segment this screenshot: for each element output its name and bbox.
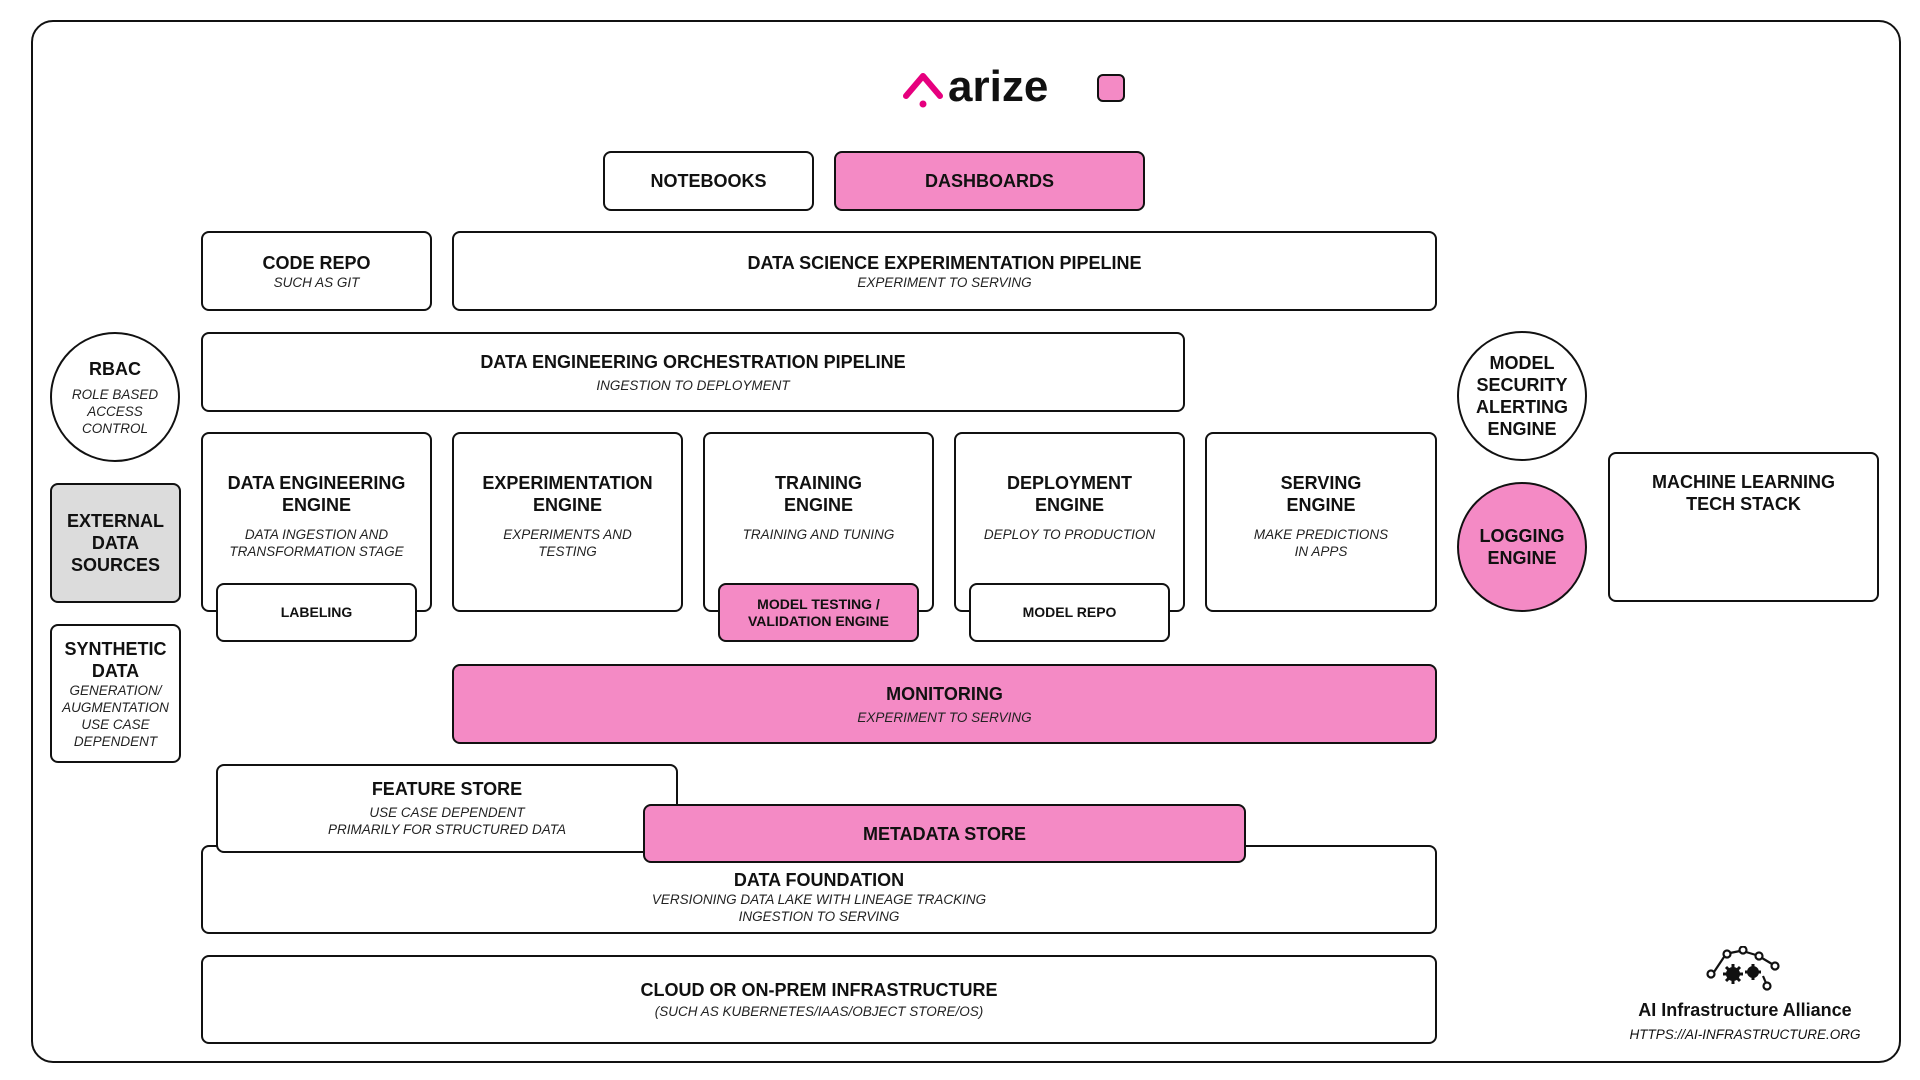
synthetic-title-2: DATA xyxy=(91,660,140,681)
rbac-sub-2: ACCESS xyxy=(87,403,143,419)
brand-name: arize xyxy=(948,62,1049,111)
synthetic-sub-3: USE CASE xyxy=(81,716,150,732)
external-title-2: DATA xyxy=(91,533,140,553)
deploy-engine-sub: DEPLOY TO PRODUCTION xyxy=(983,527,1156,542)
de-pipeline-title: DATA ENGINEERING ORCHESTRATION PIPELINE xyxy=(480,351,906,372)
dashboards-box: DASHBOARDS xyxy=(834,151,1145,211)
exp-engine-title-2: ENGINE xyxy=(532,495,602,515)
ds-pipeline-title: DATA SCIENCE EXPERIMENTATION PIPELINE xyxy=(747,252,1142,273)
code-repo-sub: SUCH AS GIT xyxy=(273,274,360,290)
monitoring-box: MONITORING EXPERIMENT TO SERVING xyxy=(452,664,1437,744)
code-repo-title: CODE REPO xyxy=(262,252,371,273)
notebooks-title: NOTEBOOKS xyxy=(650,171,767,191)
exp-engine-sub-1: EXPERIMENTS AND xyxy=(503,527,632,542)
synthetic-sub-1: GENERATION/ xyxy=(69,682,162,698)
diagram-frame xyxy=(31,20,1901,1063)
de-engine-title-2: ENGINE xyxy=(281,495,351,515)
experimentation-engine-box: EXPERIMENTATION ENGINE EXPERIMENTS AND T… xyxy=(452,432,683,612)
serving-engine-title-2: ENGINE xyxy=(1286,495,1356,515)
model-security-title-4: ENGINE xyxy=(1487,419,1557,439)
labeling-box: LABELING xyxy=(216,583,417,642)
feature-store-sub-1: USE CASE DEPENDENT xyxy=(369,805,525,820)
model-testing-title-1: MODEL TESTING / xyxy=(757,595,880,612)
rbac-title: RBAC xyxy=(89,358,141,379)
monitoring-sub: EXPERIMENT TO SERVING xyxy=(857,709,1032,725)
alliance-url: HTTPS://AI-INFRASTRUCTURE.ORG xyxy=(1629,1027,1861,1042)
de-pipeline-sub: INGESTION TO DEPLOYMENT xyxy=(596,377,790,393)
synthetic-sub-2: AUGMENTATION xyxy=(62,699,169,715)
model-security-title-3: ALERTING xyxy=(1476,397,1568,417)
rbac-sub-3: CONTROL xyxy=(81,420,148,436)
training-engine-title-1: TRAINING xyxy=(775,473,862,493)
logging-engine-circle: LOGGING ENGINE xyxy=(1457,482,1587,612)
deploy-engine-title-2: ENGINE xyxy=(1034,495,1104,515)
monitoring-title: MONITORING xyxy=(886,683,1003,704)
notebooks-box: NOTEBOOKS xyxy=(603,151,814,211)
training-engine-sub: TRAINING AND TUNING xyxy=(742,527,895,542)
synthetic-data-box: SYNTHETIC DATA GENERATION/ AUGMENTATION … xyxy=(50,624,181,763)
ml-stack-title-2: TECH STACK xyxy=(1686,494,1801,514)
arize-logo-icon xyxy=(903,73,943,108)
alliance-name: AI Infrastructure Alliance xyxy=(1638,1000,1852,1020)
model-security-circle: MODEL SECURITY ALERTING ENGINE xyxy=(1457,331,1587,461)
logging-engine-title-1: LOGGING xyxy=(1479,526,1565,546)
model-testing-title-2: VALIDATION ENGINE xyxy=(747,612,890,629)
exp-engine-sub-2: TESTING xyxy=(538,544,597,559)
infrastructure-box: CLOUD OR ON-PREM INFRASTRUCTURE (SUCH AS… xyxy=(201,955,1437,1044)
deploy-engine-title-1: DEPLOYMENT xyxy=(1006,473,1132,493)
feature-store-sub-2: PRIMARILY FOR STRUCTURED DATA xyxy=(327,822,567,837)
code-repo-box: CODE REPO SUCH AS GIT xyxy=(201,231,432,311)
ml-tech-stack-box: MACHINE LEARNING TECH STACK xyxy=(1608,452,1879,602)
synthetic-sub-4: DEPENDENT xyxy=(73,733,158,749)
external-title-1: EXTERNAL xyxy=(66,511,164,531)
serving-engine-box: SERVING ENGINE MAKE PREDICTIONS IN APPS xyxy=(1205,432,1437,612)
labeling-title: LABELING xyxy=(280,604,353,620)
ml-stack-title-1: MACHINE LEARNING xyxy=(1652,472,1835,492)
dashboards-title: DASHBOARDS xyxy=(924,171,1054,191)
gears-network-icon xyxy=(1706,946,1780,991)
deployment-engine-box: DEPLOYMENT ENGINE DEPLOY TO PRODUCTION xyxy=(954,432,1185,612)
logging-engine-title-2: ENGINE xyxy=(1487,548,1557,568)
model-testing-box: MODEL TESTING / VALIDATION ENGINE xyxy=(718,583,919,642)
data-foundation-sub-1: VERSIONING DATA LAKE WITH LINEAGE TRACKI… xyxy=(651,892,987,907)
rbac-sub-1: ROLE BASED xyxy=(71,386,159,402)
feature-store-box: FEATURE STORE USE CASE DEPENDENT PRIMARI… xyxy=(216,764,678,853)
feature-store-title: FEATURE STORE xyxy=(371,779,523,799)
exp-engine-title-1: EXPERIMENTATION xyxy=(482,473,653,493)
external-title-3: SOURCES xyxy=(70,555,160,575)
model-repo-title: MODEL REPO xyxy=(1022,604,1117,620)
serving-engine-sub-2: IN APPS xyxy=(1294,544,1348,559)
data-foundation-title: DATA FOUNDATION xyxy=(733,870,905,890)
de-engine-sub-2: TRANSFORMATION STAGE xyxy=(229,544,404,559)
de-engine-title-1: DATA ENGINEERING xyxy=(227,473,406,493)
de-pipeline-box: DATA ENGINEERING ORCHESTRATION PIPELINE … xyxy=(201,332,1185,412)
model-repo-box: MODEL REPO xyxy=(969,583,1170,642)
infra-sub: (SUCH AS KUBERNETES/IAAS/OBJECT STORE/OS… xyxy=(654,1004,984,1019)
training-engine-title-2: ENGINE xyxy=(783,495,853,515)
pink-legend-swatch xyxy=(1097,74,1125,102)
infra-title: CLOUD OR ON-PREM INFRASTRUCTURE xyxy=(640,980,998,1000)
external-data-sources-box: EXTERNAL DATA SOURCES xyxy=(50,483,181,603)
ds-pipeline-box: DATA SCIENCE EXPERIMENTATION PIPELINE EX… xyxy=(452,231,1437,311)
synthetic-title-1: SYNTHETIC xyxy=(64,638,167,659)
de-engine-sub-1: DATA INGESTION AND xyxy=(244,527,389,542)
rbac-circle: RBAC ROLE BASED ACCESS CONTROL xyxy=(50,332,180,462)
serving-engine-sub-1: MAKE PREDICTIONS xyxy=(1253,527,1389,542)
serving-engine-title-1: SERVING xyxy=(1280,473,1362,493)
metadata-store-title: METADATA STORE xyxy=(863,823,1026,844)
ds-pipeline-sub: EXPERIMENT TO SERVING xyxy=(857,274,1032,290)
data-foundation-sub-2: INGESTION TO SERVING xyxy=(738,909,900,924)
metadata-store-box: METADATA STORE xyxy=(643,804,1246,863)
model-security-title-2: SECURITY xyxy=(1476,375,1568,395)
model-security-title-1: MODEL xyxy=(1489,353,1555,373)
data-engineering-engine-box: DATA ENGINEERING ENGINE DATA INGESTION A… xyxy=(201,432,432,612)
